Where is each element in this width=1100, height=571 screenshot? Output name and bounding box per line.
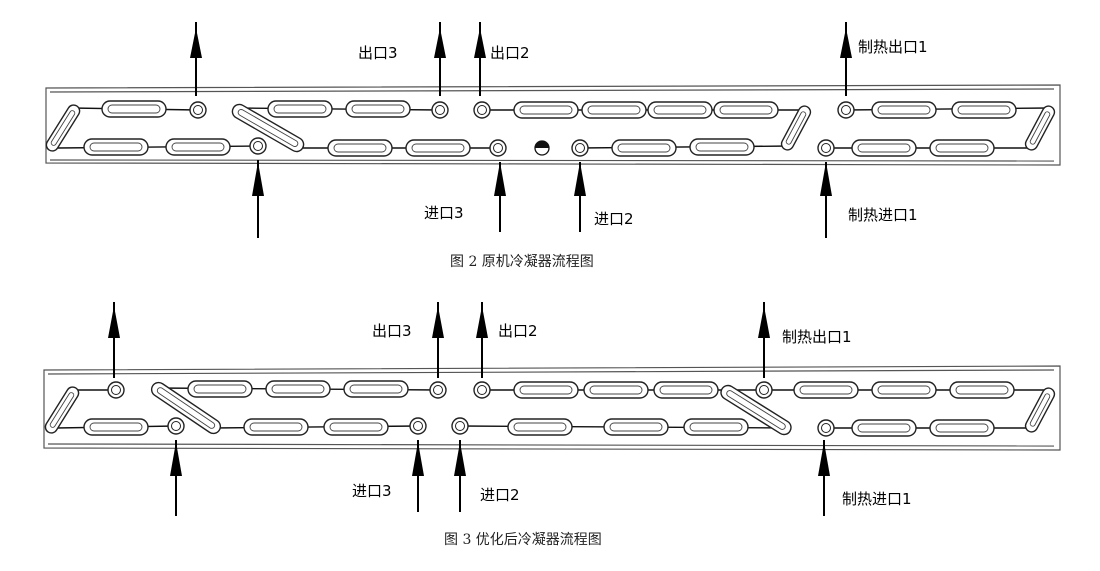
label-heat-inlet1: 制热进口1 — [842, 490, 912, 508]
arrows — [108, 302, 830, 516]
caption-figure-2: 图 2 原机冷凝器流程图 — [450, 254, 594, 270]
label-outlet2: 出口2 — [490, 44, 530, 62]
arrows — [190, 22, 852, 238]
diagram-original: 出口3 出口2 制热出口1 进口3 进口2 制热进口1 图 2 原机冷凝器流程图 — [45, 22, 1061, 270]
caption-figure-3: 图 3 优化后冷凝器流程图 — [444, 532, 602, 548]
label-heat-outlet1: 制热出口1 — [858, 38, 928, 56]
label-inlet3: 进口3 — [424, 204, 464, 222]
label-outlet3: 出口3 — [372, 322, 412, 340]
label-inlet3: 进口3 — [352, 482, 392, 500]
board-outline — [45, 84, 1061, 166]
label-inlet2: 进口2 — [594, 210, 634, 228]
diagram-optimized: 出口3 出口2 制热出口1 进口3 进口2 制热进口1 图 3 优化后冷凝器流程… — [43, 302, 1061, 548]
label-heat-outlet1: 制热出口1 — [782, 328, 852, 346]
sensor-dot — [534, 140, 550, 156]
label-outlet2: 出口2 — [498, 322, 538, 340]
label-inlet2: 进口2 — [480, 486, 520, 504]
label-outlet3: 出口3 — [358, 44, 398, 62]
slanted-tubes — [45, 103, 1056, 153]
tubes-top-row — [187, 380, 1015, 399]
board-outline — [43, 365, 1061, 451]
slanted-tubes — [44, 381, 1056, 436]
label-heat-inlet1: 制热进口1 — [848, 206, 918, 224]
